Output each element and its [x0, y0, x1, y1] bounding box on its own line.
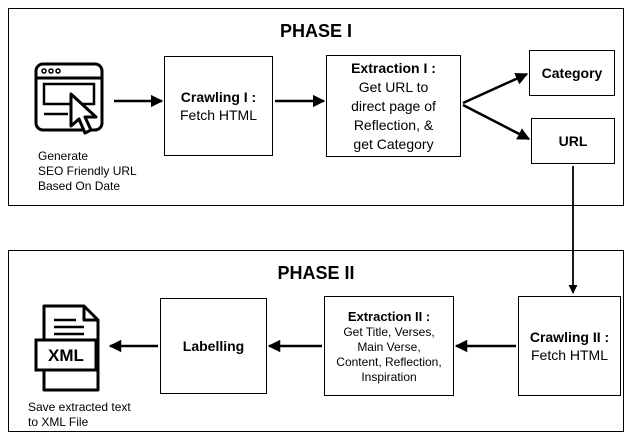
extraction-1-line-2: direct page of [351, 97, 436, 114]
crawling-1-box: Crawling I : Fetch HTML [164, 56, 273, 156]
save-caption-line-1: Save extracted text [28, 400, 131, 414]
extraction-1-title: Extraction I : [351, 59, 436, 76]
extraction-2-line-1: Get Title, Verses, [343, 324, 435, 339]
extraction-1-line-3: Reflection, & [353, 116, 434, 133]
save-caption-line-2: to XML File [28, 415, 89, 429]
generate-caption: Generate SEO Friendly URL Based On Date [38, 149, 137, 194]
labelling-label: Labelling [182, 338, 245, 354]
generate-caption-line-3: Based On Date [38, 179, 121, 193]
extraction-2-line-4: Inspiration [361, 369, 417, 384]
category-label: Category [541, 65, 603, 81]
labelling-box: Labelling [160, 298, 267, 394]
url-box: URL [531, 118, 615, 164]
url-label: URL [558, 133, 588, 149]
extraction-1-box: Extraction I : Get URL to direct page of… [326, 55, 461, 157]
crawling-1-text: Fetch HTML [179, 107, 257, 123]
extraction-2-box: Extraction II : Get Title, Verses, Main … [324, 296, 454, 396]
extraction-2-title: Extraction II : [347, 308, 431, 324]
generate-caption-line-2: SEO Friendly URL [38, 164, 137, 178]
phase-2-title: PHASE II [277, 263, 355, 283]
xml-file-icon: XML [34, 304, 100, 392]
crawling-2-text: Fetch HTML [530, 347, 608, 363]
category-box: Category [529, 50, 615, 96]
extraction-1-line-1: Get URL to [358, 78, 429, 95]
crawling-2-box: Crawling II : Fetch HTML [518, 296, 621, 396]
crawling-2-title: Crawling II : [529, 329, 610, 345]
extraction-2-line-3: Content, Reflection, [336, 354, 442, 369]
generate-caption-line-1: Generate [38, 149, 89, 163]
phase-1-title: PHASE I [279, 21, 353, 41]
crawling-1-title: Crawling I : [180, 89, 257, 105]
browser-click-icon [34, 62, 104, 135]
xml-icon-text: XML [48, 346, 84, 365]
save-caption: Save extracted text to XML File [28, 400, 131, 430]
extraction-1-line-4: get Category [353, 135, 434, 152]
extraction-2-line-2: Main Verse, [357, 339, 421, 354]
